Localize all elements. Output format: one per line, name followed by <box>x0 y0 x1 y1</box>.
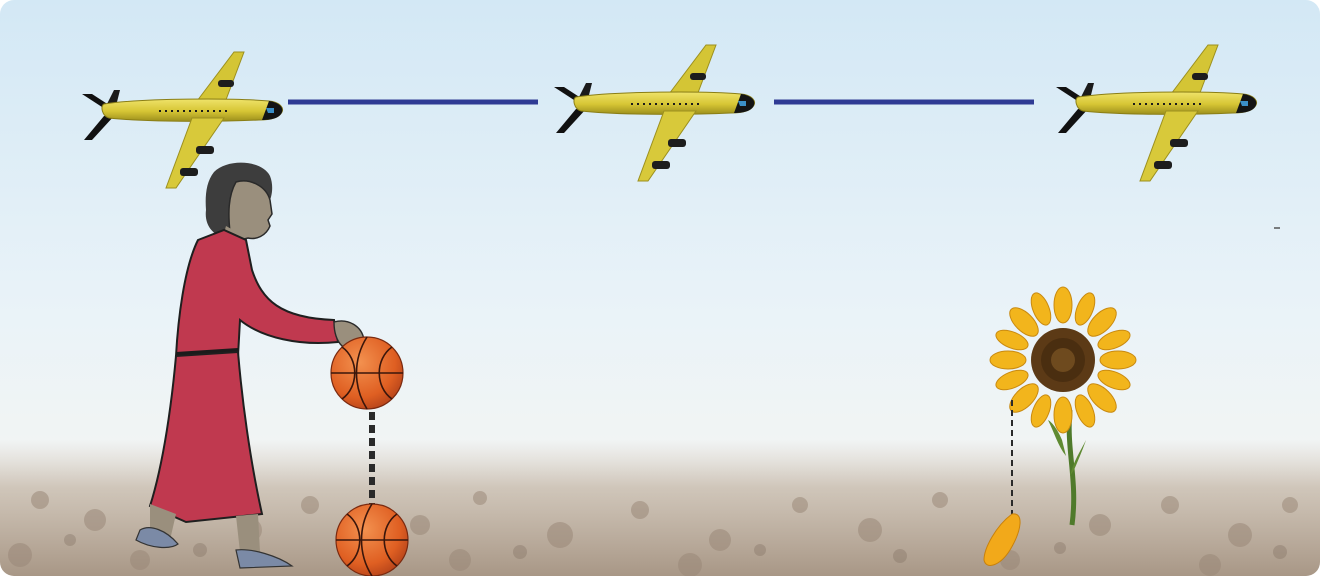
basketball-upper-icon <box>331 337 403 409</box>
basketball-lower-icon <box>336 504 408 576</box>
